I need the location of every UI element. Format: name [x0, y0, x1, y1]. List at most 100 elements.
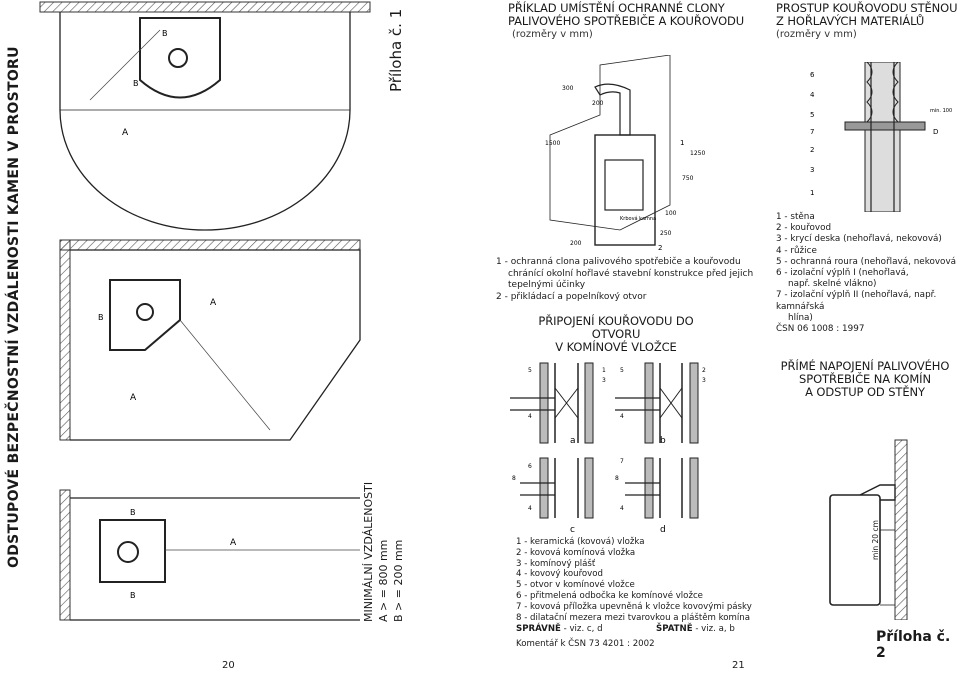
correct-label: SPRÁVNĚ: [516, 624, 561, 634]
right-section2-line2: SPOTŘEBIČE NA KOMÍN: [799, 372, 931, 386]
middle-title-line1: PŘÍKLAD UMÍSTĚNÍ OCHRANNÉ CLONY: [508, 1, 725, 15]
chimney-wall-a1: [539, 362, 549, 444]
stove-top-view-3: [99, 519, 166, 583]
wp-part-5: 5: [810, 111, 814, 119]
middle-legend2-line-1: 1 - keramická (kovová) vložka: [516, 537, 645, 547]
left-stove-clearance-diagrams: A B B A A B A B B: [39, 1, 371, 621]
dim-100: 100: [665, 210, 677, 217]
correct-value: - viz. c, d: [563, 624, 603, 634]
right-standard: ČSN 06 1008 : 1997: [776, 324, 865, 335]
flue-circle-3: [117, 541, 139, 563]
a-part-5: 5: [528, 367, 532, 374]
middle-page-number: 21: [732, 660, 745, 671]
middle-legend2-line-5: 5 - otvor v komínové vložce: [516, 580, 635, 591]
variant-a: a: [570, 436, 576, 446]
c-part-6: 6: [528, 463, 532, 470]
a-part-4: 4: [528, 413, 532, 420]
dim-200: 200: [592, 100, 604, 107]
verdict-row-wrong: ŠPATNĚ - viz. a, b: [656, 624, 735, 636]
insulation-fill: [866, 62, 873, 123]
right-title-line2: Z HOŘLAVÝCH MATERIÁLŮ: [776, 14, 925, 28]
middle-legend-line-1: 1 - ochranná clona palivového spotřebiče…: [496, 257, 741, 267]
stove-door: [604, 159, 644, 211]
b-part-3: 3: [702, 377, 706, 384]
right-legend-line-7: např. skelné vlákno): [788, 279, 877, 290]
wall-hatch-1: [39, 1, 371, 13]
stove-brand: Krbová kamna: [620, 215, 656, 222]
wp-dim-min100: min. 100: [930, 108, 952, 114]
middle-title: PŘÍKLAD UMÍSTĚNÍ OCHRANNÉ CLONY PALIVOVÉ…: [508, 2, 744, 28]
standard-comment: Komentář k ČSN 73 4201 : 2002: [516, 639, 655, 649]
middle-legend2-line-7: 7 - kovová příložka upevněná k vložce ko…: [516, 601, 752, 612]
flue-circle-2: [136, 303, 154, 321]
dim-1500: 1500: [545, 140, 560, 147]
wp-dim-d: D: [933, 128, 938, 136]
middle-subtitle: (rozměry v mm): [512, 29, 593, 40]
middle-legend-2: 1 - keramická (kovová) vložka 2 - kovová…: [516, 537, 752, 623]
right-legend: 1 - stěna 2 - kouřovod 3 - krycí deska (…: [776, 212, 958, 335]
wall-section: [864, 62, 901, 212]
middle-legend2-line-6: 6 - přitmelená odbočka ke komínové vložc…: [516, 590, 703, 601]
middle-legend2-line-2: 2 - kovová komínová vložka: [516, 547, 636, 558]
wrong-value: - viz. a, b: [695, 624, 735, 634]
clearance-semicircle: [59, 12, 351, 231]
cover-plate: [844, 121, 926, 131]
chimney-connector: [859, 484, 896, 501]
middle-legend-1: 1 - ochranná clona palivového spotřebiče…: [496, 257, 753, 303]
middle-section-title-line2: V KOMÍNOVÉ VLOŽCE: [555, 340, 677, 354]
chimney-wall-a2: [584, 362, 594, 444]
variant-b: b: [660, 436, 666, 446]
left-side-title: ODSTUPOVÉ BEZPEČNOSTNÍ VZDÁLENOSTI KAMEN…: [6, 46, 22, 568]
insulation-fill-2: [892, 62, 899, 123]
right-section2-line1: PŘÍMÉ NAPOJENÍ PALIVOVÉHO: [780, 359, 950, 373]
wall-passage-diagram: 6 4 5 7 2 3 1 min. 100 D: [810, 62, 952, 212]
stove-body: [594, 134, 656, 246]
chimney-wall-c1: [539, 457, 549, 519]
right-legend-line-9: hlína): [788, 312, 813, 323]
clearance-outline-2: [70, 249, 361, 441]
wall-hatch-3: [59, 489, 71, 621]
part-2: 2: [658, 244, 662, 252]
min-distance-label: min 20 cm: [871, 520, 880, 560]
chimney-wall-b1: [644, 362, 654, 444]
wall-hatch-2b: [59, 239, 361, 251]
chimney-wall-b2: [689, 362, 699, 444]
b-part-4: 4: [620, 413, 624, 420]
c-part-4: 4: [528, 505, 532, 512]
dim-label-a1: A: [122, 128, 129, 138]
dim-label-b3: B: [130, 508, 136, 517]
wrong-label: ŠPATNĚ: [656, 624, 693, 634]
direct-connection-diagram: [829, 439, 908, 620]
protective-screen: [549, 55, 671, 231]
wp-part-4: 4: [810, 91, 815, 99]
chimney-wall-c2: [584, 457, 594, 519]
dim-label-a2: A: [130, 393, 137, 403]
middle-legend-line-4: 2 - přikládací a popelníkový otvor: [496, 291, 647, 302]
a-part-1: 1: [602, 367, 606, 374]
right-legend-line-8: 7 - izolační výplň II (nehořlavá, např. …: [776, 290, 937, 312]
d-part-7: 7: [620, 458, 624, 465]
middle-title-line2: PALIVOVÉHO SPOTŘEBIČE A KOUŘOVODU: [508, 14, 745, 28]
wp-part-6: 6: [810, 71, 815, 79]
chimney-connection-diagrams: a 5 1 3 4 b 5 2 3 4 c 6 8 4 d 7 8 4: [510, 362, 706, 533]
left-attachment-label: Příloha č. 1: [387, 8, 405, 92]
wp-part-1: 1: [810, 189, 814, 197]
dim-300: 300: [562, 85, 574, 92]
right-legend-line-4: 4 - růžice: [776, 245, 817, 256]
middle-section-title: PŘIPOJENÍ KOUŘOVODU DO OTVORU V KOMÍNOVÉ…: [516, 315, 716, 354]
chimney-wall-d1: [644, 457, 654, 519]
right-title: PROSTUP KOUŘOVODU STĚNOU Z HOŘLAVÝCH MAT…: [776, 2, 958, 28]
right-legend-line-3: 3 - krycí deska (nehořlavá, nekovová): [776, 234, 942, 245]
dim-750: 750: [682, 175, 694, 182]
verdict-row: SPRÁVNĚ - viz. c, d: [516, 624, 603, 636]
flue-circle-1: [168, 48, 188, 68]
right-attachment: Příloha č. 2: [876, 629, 951, 661]
b-part-5: 5: [620, 367, 624, 374]
dim-label-a2b: A: [210, 298, 217, 308]
stove-top-view-1: [139, 17, 221, 99]
min-distance-b: B > = 200 mm: [392, 539, 405, 622]
right-section2-title: PŘÍMÉ NAPOJENÍ PALIVOVÉHO SPOTŘEBIČE NA …: [780, 360, 950, 399]
variant-d: d: [660, 525, 666, 533]
right-legend-line-6: 6 - izolační výplň I (nehořlavá,: [776, 268, 909, 279]
middle-legend2-line-3: 3 - komínový plášť: [516, 558, 596, 569]
